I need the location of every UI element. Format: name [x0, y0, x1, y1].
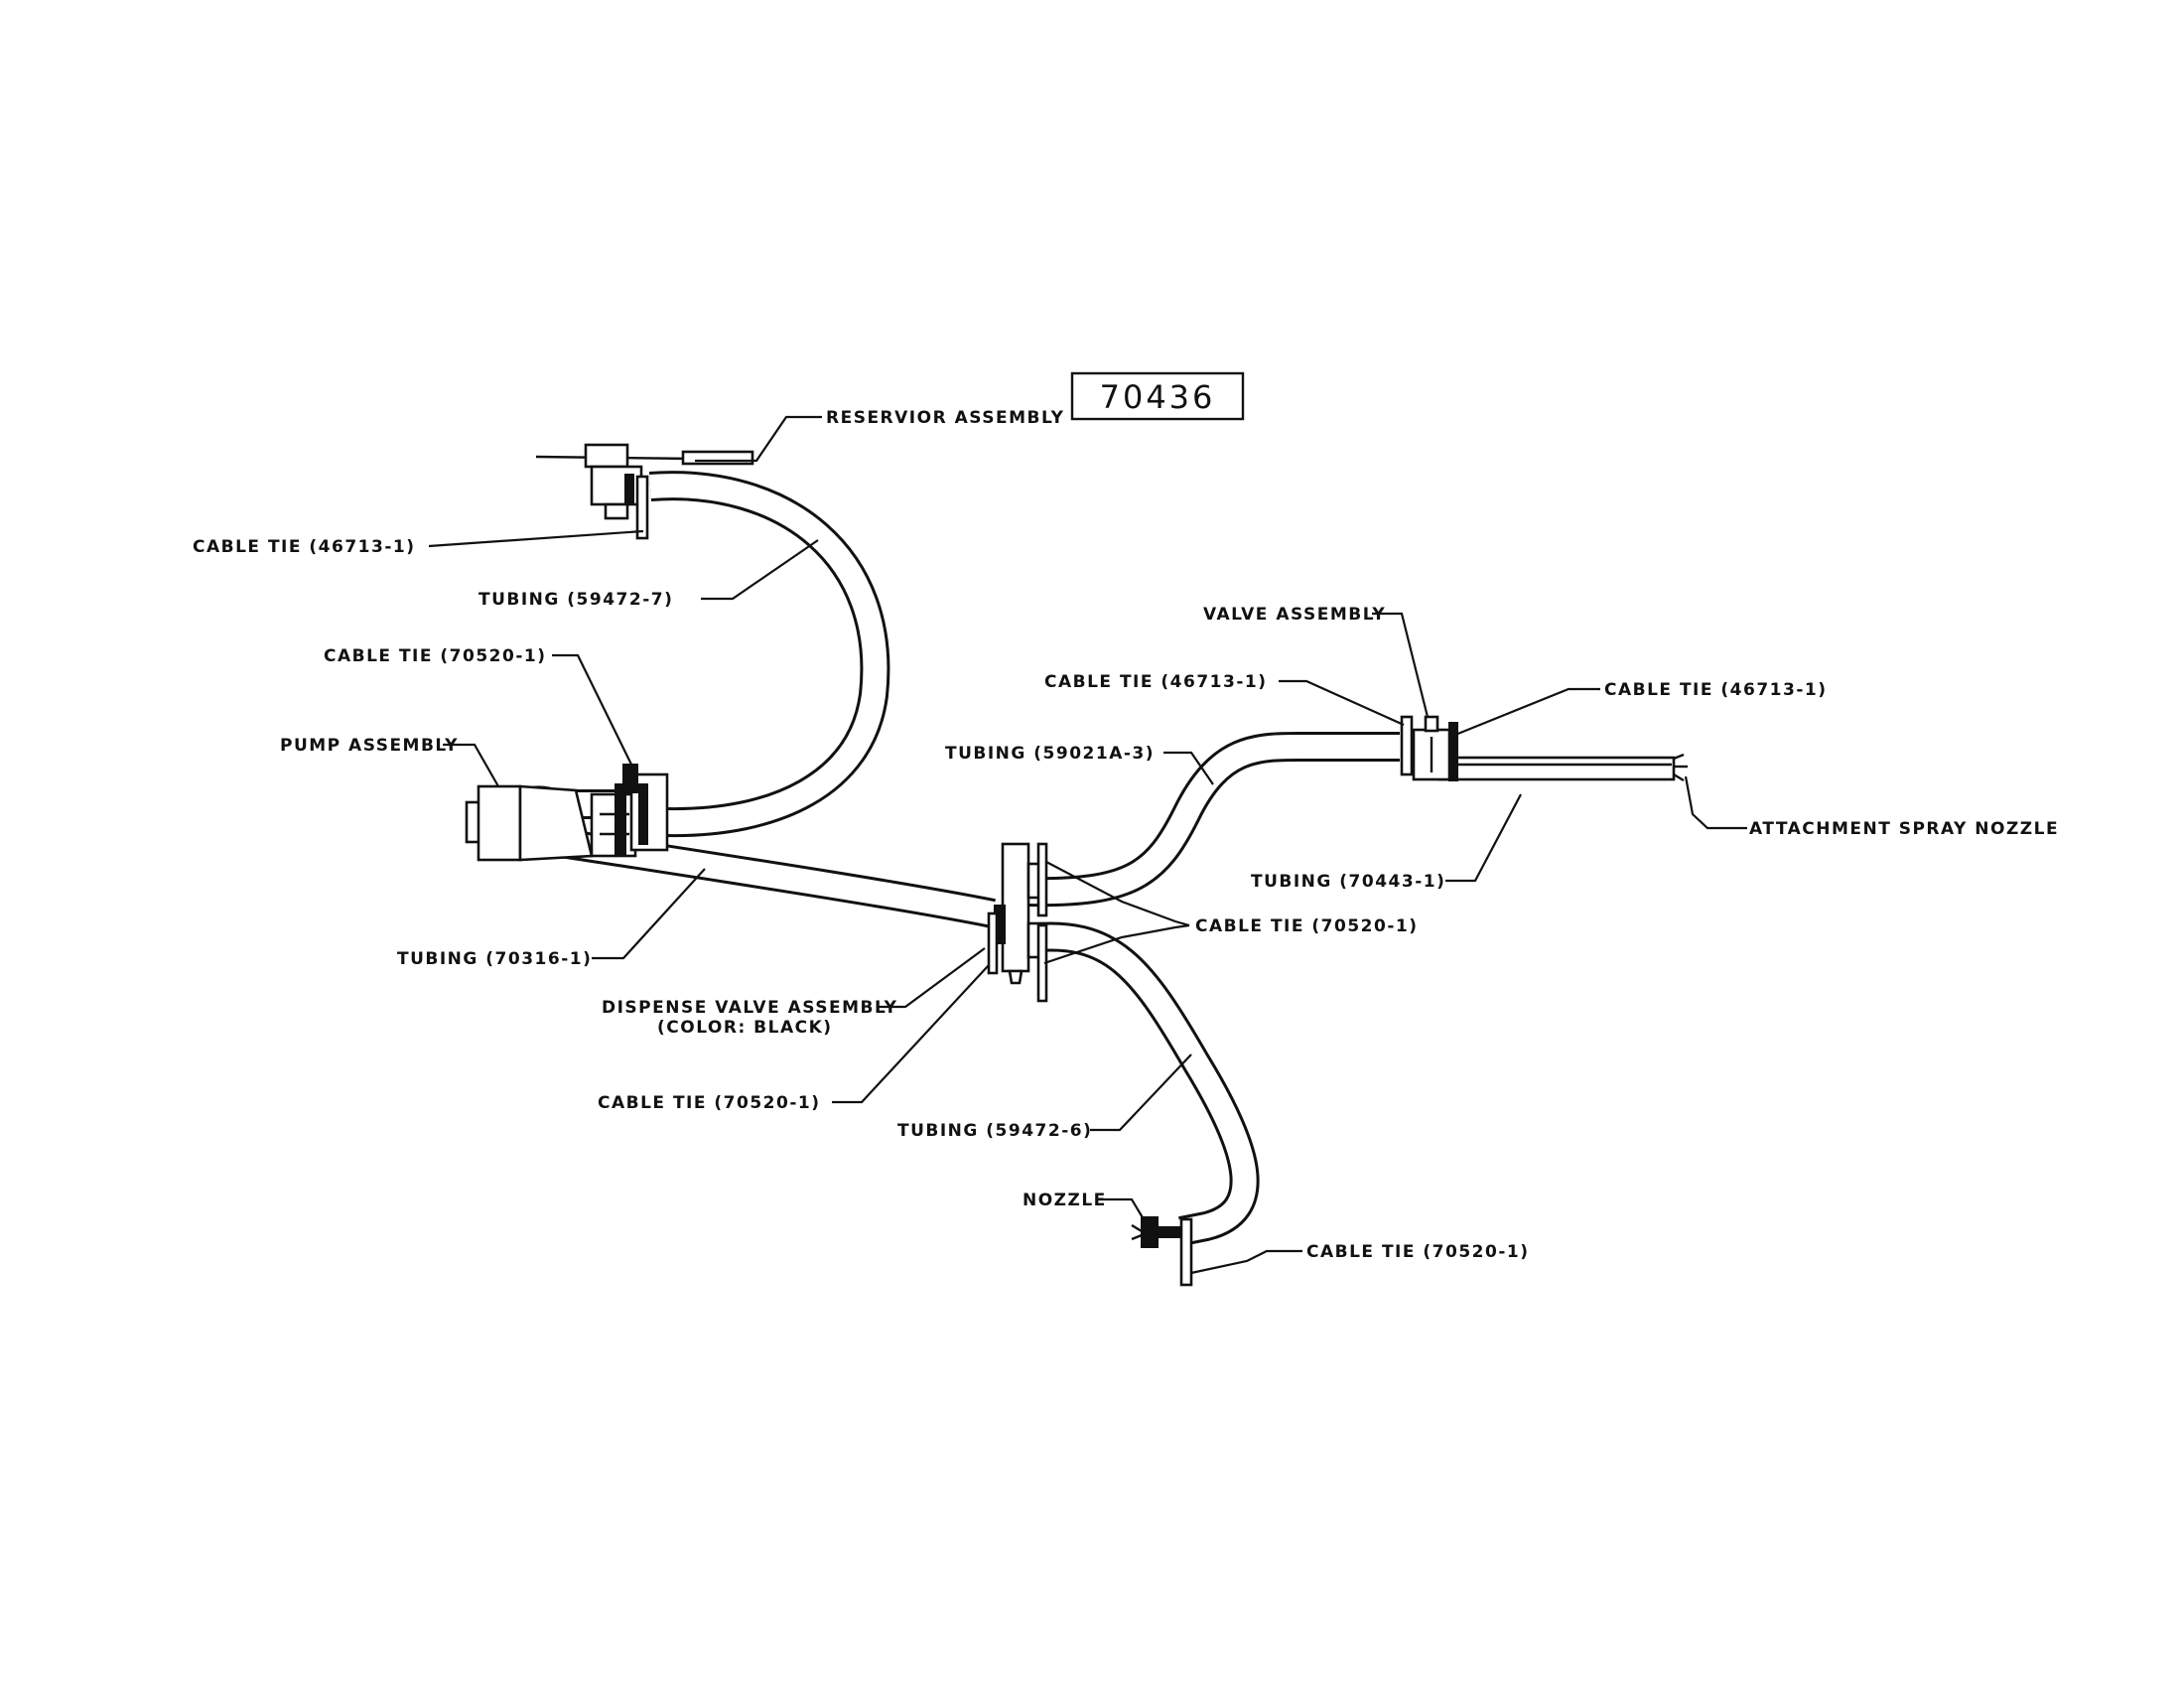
label-nozzle: NOZZLE: [1023, 1191, 1107, 1210]
label-cable-tie-dispense-right: CABLE TIE (70520-1): [1195, 916, 1418, 936]
attachment-spray-nozzle: [1673, 753, 1688, 782]
drawing-number-box: 70436: [1070, 371, 1245, 421]
valve-assembly: [1412, 715, 1451, 781]
label-tubing-70316-1: TUBING (70316-1): [397, 949, 592, 969]
label-attachment-spray-nozzle: ATTACHMENT SPRAY NOZZLE: [1749, 819, 2059, 839]
label-cable-tie-reservoir: CABLE TIE (46713-1): [193, 537, 415, 557]
drawing-number: 70436: [1100, 378, 1216, 416]
nozzle-part: [1131, 1216, 1180, 1248]
label-pump-assembly: PUMP ASSEMBLY: [280, 736, 459, 756]
tubing-70443-1: [1437, 756, 1676, 781]
label-tubing-59472-7: TUBING (59472-7): [478, 590, 673, 610]
label-tubing-59021a-3: TUBING (59021A-3): [945, 744, 1155, 764]
cable-tie-nozzle: [1179, 1217, 1193, 1287]
tubing-59021a-3: [1026, 731, 1400, 908]
label-valve-assembly: VALVE ASSEMBLY: [1203, 605, 1386, 625]
label-cable-tie-dispense-left: CABLE TIE (70520-1): [598, 1093, 820, 1113]
cable-tie-valve: [1400, 715, 1458, 781]
label-cable-tie-valve-left: CABLE TIE (46713-1): [1044, 672, 1267, 692]
pump-assembly: [465, 772, 669, 862]
label-cable-tie-valve-right: CABLE TIE (46713-1): [1604, 680, 1827, 700]
label-tubing-70443-1: TUBING (70443-1): [1251, 872, 1445, 892]
cable-tie-reservoir: [635, 475, 649, 540]
label-reservoir-assembly: RESERVIOR ASSEMBLY: [826, 408, 1064, 428]
label-cable-tie-pump: CABLE TIE (70520-1): [324, 646, 546, 666]
callout-labels: RESERVIOR ASSEMBLY CABLE TIE (46713-1) T…: [193, 408, 2059, 1262]
tubing-59472-6: [1025, 921, 1260, 1246]
label-tubing-59472-6: TUBING (59472-6): [897, 1121, 1092, 1141]
label-dispense-valve-color: (COLOR: BLACK): [657, 1018, 833, 1038]
cable-tie-pump: [622, 764, 638, 793]
label-cable-tie-nozzle: CABLE TIE (70520-1): [1306, 1242, 1529, 1262]
dispense-valve-assembly: [994, 842, 1044, 985]
reservoir-assembly: [535, 443, 754, 520]
label-dispense-valve-assembly: DISPENSE VALVE ASSEMBLY: [602, 998, 897, 1018]
tubing-59472-7: [648, 471, 890, 838]
leader-lines: [428, 415, 1747, 1275]
